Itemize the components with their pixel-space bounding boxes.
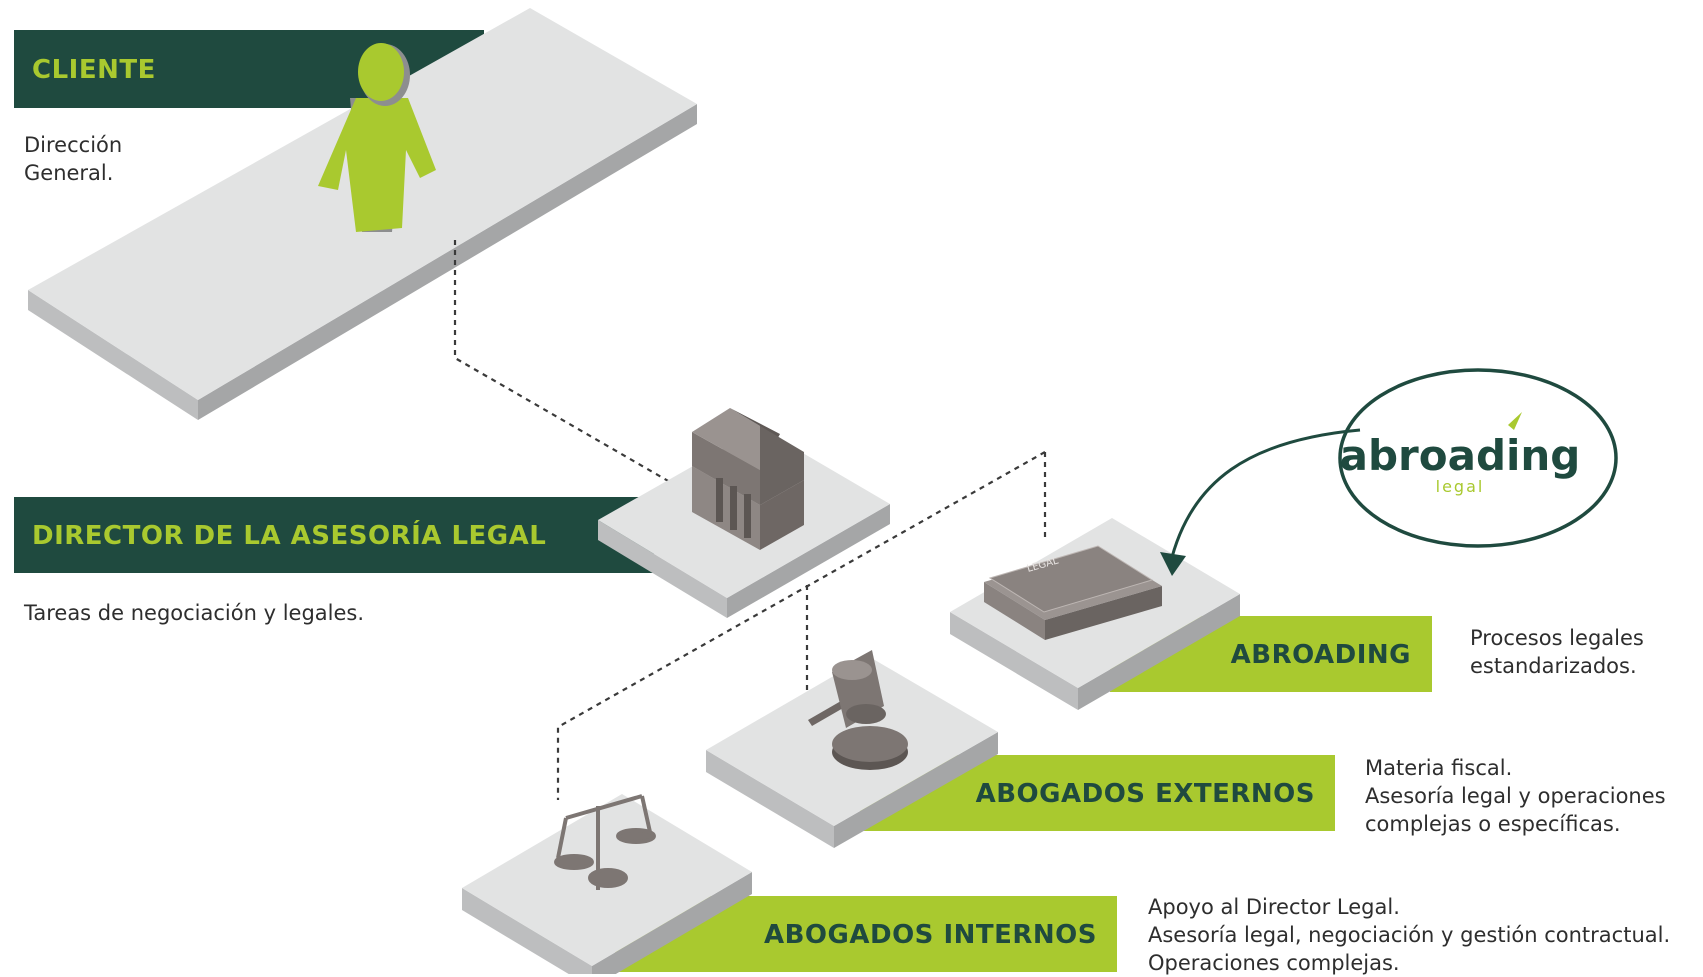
abroading-title: ABROADING <box>1231 640 1411 670</box>
person-icon <box>318 43 436 232</box>
description-line: Asesoría legal, negociación y gestión co… <box>1148 923 1671 947</box>
externos-title: ABOGADOS EXTERNOS <box>976 779 1315 809</box>
connector-lines <box>453 240 1047 800</box>
description-line: complejas o específicas. <box>1365 812 1621 836</box>
director-banner <box>14 497 654 573</box>
logo-bubble <box>1160 368 1618 576</box>
logo-name: abroading <box>1340 431 1581 480</box>
gavel-icon <box>808 650 908 770</box>
description-line: Tareas de negociación y legales. <box>24 601 365 625</box>
cliente-description: Dirección General. <box>24 131 122 187</box>
externos-description: Materia fiscal. Asesoría legal y operaci… <box>1365 754 1666 838</box>
internos-description: Apoyo al Director Legal. Asesoría legal,… <box>1148 893 1670 977</box>
courthouse-icon <box>692 408 804 550</box>
director-description: Tareas de negociación y legales. <box>24 599 364 627</box>
description-line: Asesoría legal y operaciones <box>1365 784 1666 808</box>
internos-title: ABOGADOS INTERNOS <box>764 920 1097 950</box>
legal-documents-icon: LEGAL <box>984 545 1162 640</box>
logo-tagline: legal <box>1436 477 1485 496</box>
abroading-logo: abroading legal <box>1340 412 1581 496</box>
cliente-title: CLIENTE <box>32 55 156 85</box>
description-line: estandarizados. <box>1470 654 1637 678</box>
director-title: DIRECTOR DE LA ASESORÍA LEGAL <box>32 519 546 551</box>
description-line: General. <box>24 161 114 185</box>
description-line: Dirección <box>24 133 123 157</box>
description-line: Operaciones complejas. <box>1148 951 1400 975</box>
description-line: Apoyo al Director Legal. <box>1148 895 1400 919</box>
abroading-description: Procesos legales estandarizados. <box>1470 624 1644 680</box>
description-line: Materia fiscal. <box>1365 756 1513 780</box>
description-line: Procesos legales <box>1470 626 1644 650</box>
scales-icon <box>554 794 656 890</box>
leaf-icon <box>1508 412 1522 430</box>
